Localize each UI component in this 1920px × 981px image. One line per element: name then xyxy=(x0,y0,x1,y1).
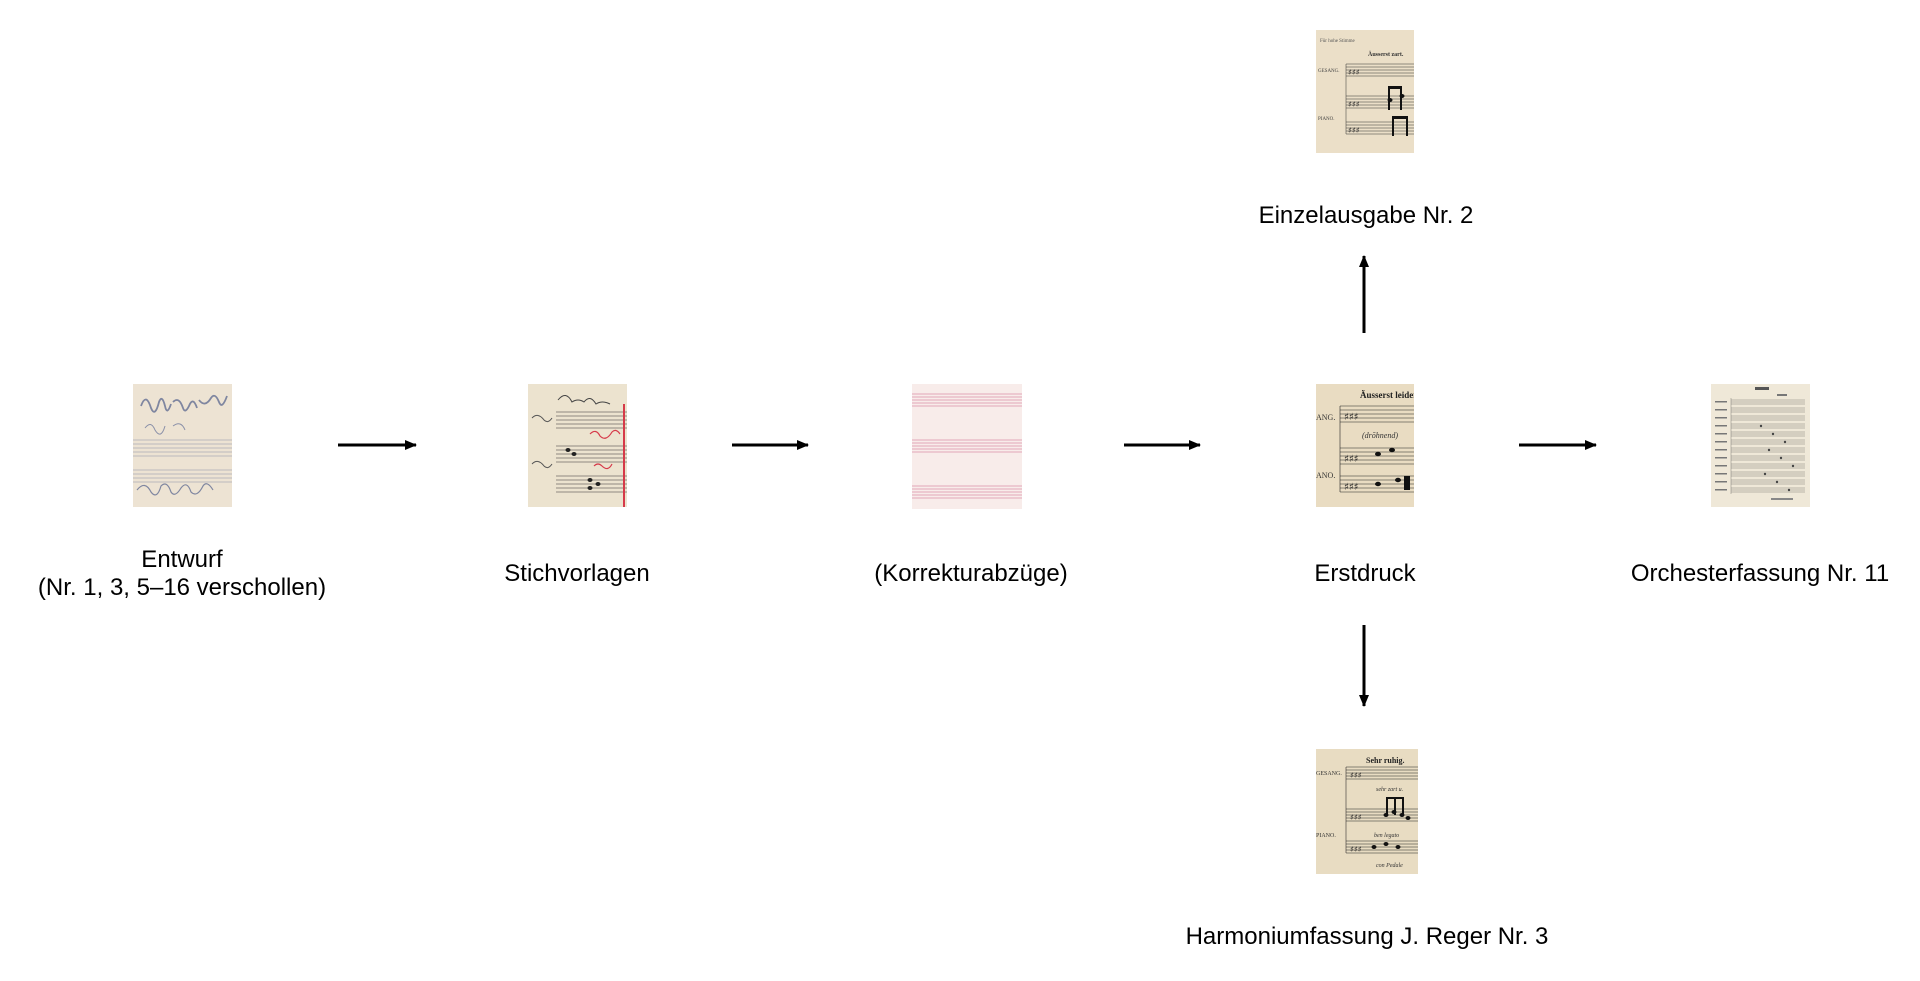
stichvorlagen-label: Stichvorlagen xyxy=(504,560,650,587)
first-edition-image: Äusserst leiden ANG. ANO. (drōhnend) ♯♯♯… xyxy=(1316,384,1414,507)
svg-text:♯♯♯: ♯♯♯ xyxy=(1344,454,1359,465)
orchesterfassung-thumbnail xyxy=(1711,384,1810,507)
einzelausgabe-thumbnail: Für hohe Stimme Äusserst zart. GESANG. P… xyxy=(1316,30,1414,153)
harmoniumfassung-marking3-text: con Pedale xyxy=(1376,863,1403,869)
entwurf-label-line2: (Nr. 1, 3, 5–16 verschollen) xyxy=(37,574,327,601)
erstdruck-marking-text: (drōhnend) xyxy=(1362,431,1398,440)
erstdruck-voice-label: ANG. xyxy=(1316,413,1335,422)
engraver-copy-image xyxy=(528,384,627,507)
svg-text:♯♯♯: ♯♯♯ xyxy=(1350,771,1362,780)
svg-text:♯♯♯: ♯♯♯ xyxy=(1348,100,1360,109)
einzelausgabe-tempo-text: Äusserst zart. xyxy=(1368,51,1404,58)
single-edition-image: Für hohe Stimme Äusserst zart. GESANG. P… xyxy=(1316,30,1414,153)
svg-text:♯♯♯: ♯♯♯ xyxy=(1344,482,1359,493)
svg-text:♯♯♯: ♯♯♯ xyxy=(1350,813,1362,822)
svg-text:♯♯♯: ♯♯♯ xyxy=(1348,126,1360,135)
harmoniumfassung-marking2-text: ben legato xyxy=(1374,833,1399,839)
erstdruck-piano-label: ANO. xyxy=(1316,471,1335,480)
orchesterfassung-label: Orchesterfassung Nr. 11 xyxy=(1630,560,1890,587)
einzelausgabe-piano-label: PIANO. xyxy=(1318,117,1335,122)
harmoniumfassung-label: Harmoniumfassung J. Reger Nr. 3 xyxy=(1185,923,1549,950)
blank-staff-paper-image xyxy=(912,384,1022,509)
harmoniumfassung-marking1-text: sehr zart u. xyxy=(1376,787,1403,793)
stichvorlagen-thumbnail xyxy=(528,384,627,507)
entwurf-label-line1: Entwurf xyxy=(141,546,223,573)
svg-text:♯♯♯: ♯♯♯ xyxy=(1350,845,1362,854)
erstdruck-tempo-text: Äusserst leiden xyxy=(1360,390,1414,400)
einzelausgabe-voice-label: GESANG. xyxy=(1318,69,1340,74)
harmoniumfassung-voice-label: GESANG. xyxy=(1316,771,1342,777)
einzelausgabe-header-text: Für hohe Stimme xyxy=(1320,39,1356,44)
erstdruck-label: Erstdruck xyxy=(1314,560,1416,587)
svg-text:♯♯♯: ♯♯♯ xyxy=(1344,412,1359,423)
harmoniumfassung-tempo-text: Sehr ruhig. xyxy=(1366,756,1405,765)
korrekturabzuege-thumbnail xyxy=(912,384,1022,509)
harmoniumfassung-thumbnail: Sehr ruhig. GESANG. PIANO. sehr zart u. … xyxy=(1316,749,1418,874)
einzelausgabe-label: Einzelausgabe Nr. 2 xyxy=(1258,202,1474,229)
harmoniumfassung-piano-label: PIANO. xyxy=(1316,833,1336,839)
entwurf-label: Entwurf (Nr. 1, 3, 5–16 verschollen) xyxy=(38,546,326,602)
svg-text:♯♯♯: ♯♯♯ xyxy=(1348,68,1360,77)
entwurf-thumbnail xyxy=(133,384,232,507)
erstdruck-thumbnail: Äusserst leiden ANG. ANO. (drōhnend) ♯♯♯… xyxy=(1316,384,1414,507)
orchestral-score-image xyxy=(1711,384,1810,507)
handwritten-draft-image xyxy=(133,384,232,507)
harmonium-version-image: Sehr ruhig. GESANG. PIANO. sehr zart u. … xyxy=(1316,749,1418,874)
korrekturabzuege-label: (Korrekturabzüge) xyxy=(874,560,1068,587)
